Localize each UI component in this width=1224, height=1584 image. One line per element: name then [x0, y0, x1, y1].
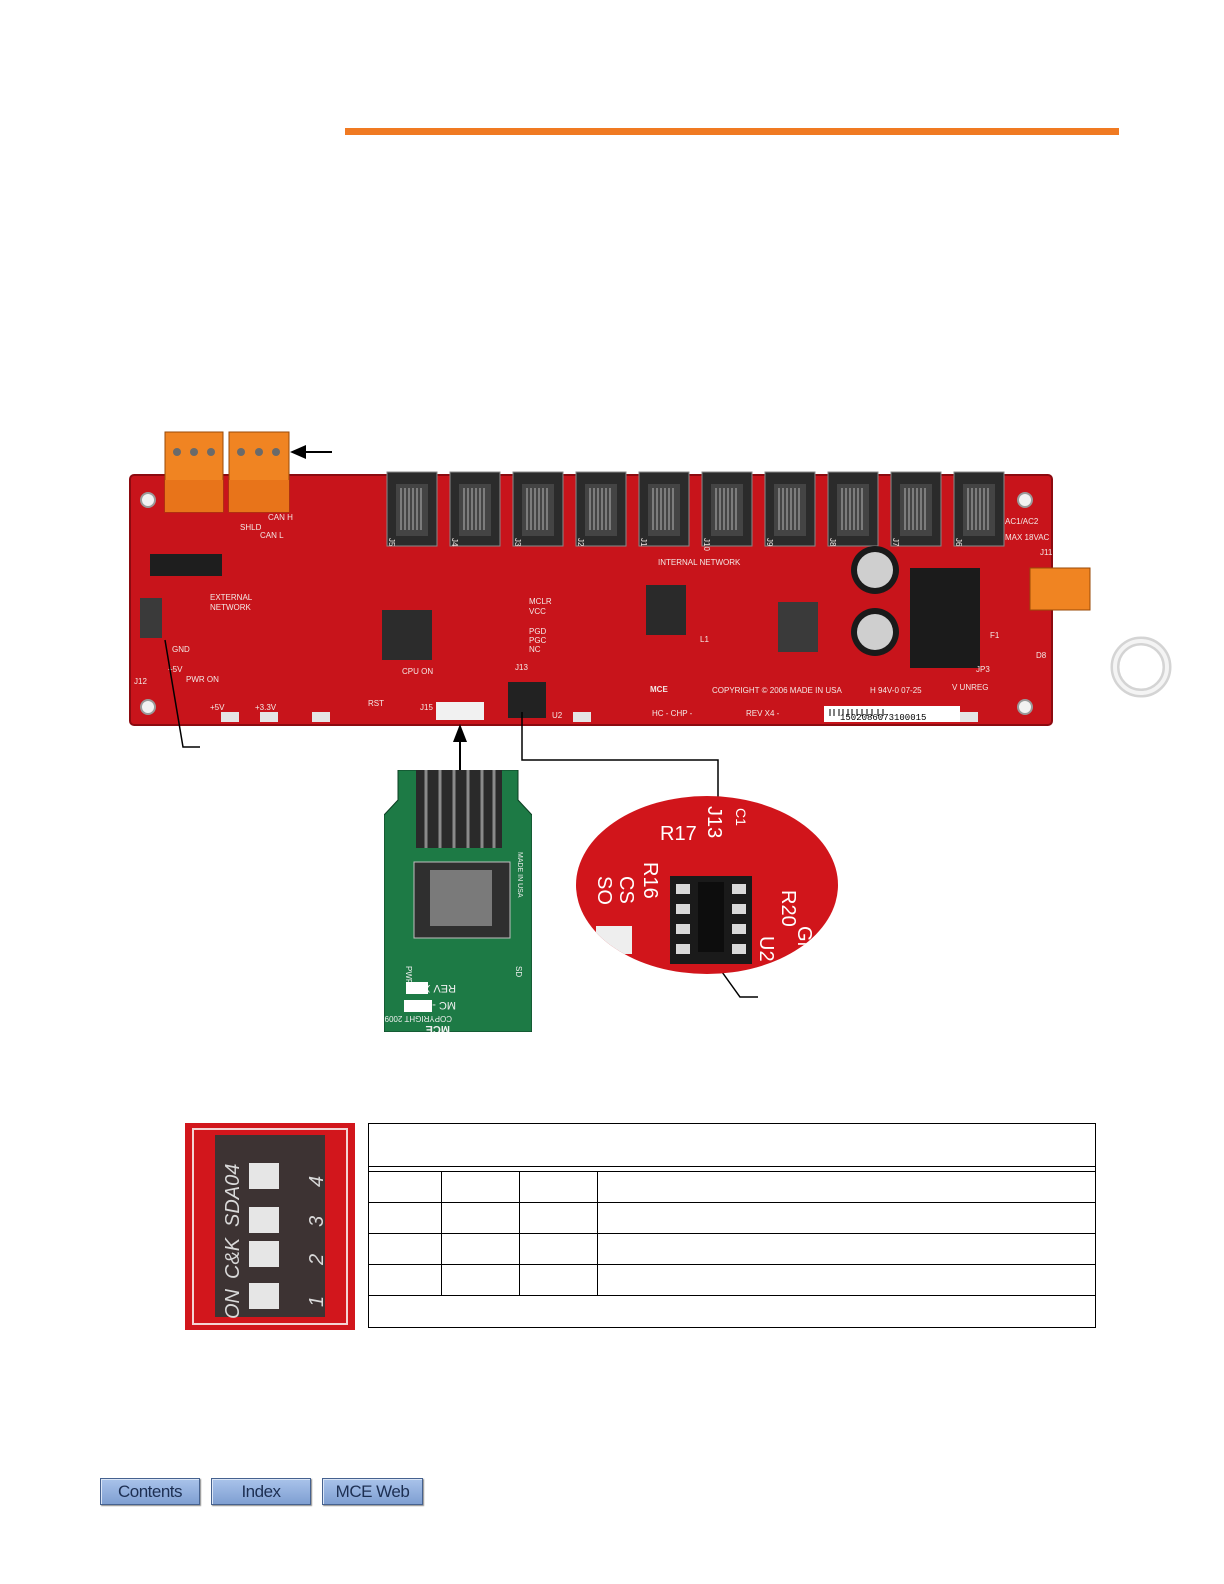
- board-rating: H 94V-0 07-25: [870, 686, 922, 695]
- j15-label: J15: [420, 703, 433, 712]
- can-h-label: CAN H: [268, 513, 293, 522]
- shld-label: SHLD: [240, 523, 262, 532]
- rj-connector-label: J7: [891, 538, 900, 547]
- table-divider: [369, 1167, 1095, 1172]
- board-copyright: COPYRIGHT © 2006 MADE IN USA: [712, 686, 842, 695]
- pgc-label: PGC: [529, 636, 547, 645]
- network-label: NETWORK: [210, 603, 252, 612]
- zoom-j13: J13: [703, 806, 725, 838]
- l1-label: L1: [700, 635, 709, 644]
- u2-socket-zoom-photo: R17 J13 R16 R20 U2 C1 SO CS GN: [576, 796, 838, 974]
- pgd-label: PGD: [529, 627, 547, 636]
- gnd-label: GND: [172, 645, 190, 654]
- table-title-row: [369, 1124, 1095, 1167]
- table-header-row: [369, 1172, 1095, 1203]
- rj-connector-label: J6: [954, 538, 963, 547]
- dip-pos-2: 2: [306, 1254, 328, 1266]
- board-serial: 1502086073100015: [840, 713, 926, 723]
- rj-connector-label: J1: [639, 538, 648, 547]
- rj-connector-label: J4: [450, 538, 459, 547]
- pwr-on-label: PWR ON: [186, 675, 219, 684]
- rj-connector-label: J8: [828, 538, 837, 547]
- jp3-label: JP3: [976, 665, 990, 674]
- rj-connector: [512, 471, 564, 547]
- dip-pos-4: 4: [306, 1176, 328, 1187]
- contents-button[interactable]: Contents: [100, 1478, 200, 1505]
- ac-label: AC1/AC2: [1005, 517, 1039, 526]
- max-vac-label: MAX 18VAC: [1005, 533, 1050, 542]
- table-row: [369, 1265, 1095, 1296]
- rj-connector-label: J2: [576, 538, 585, 547]
- rj-connector: [953, 471, 1005, 547]
- v-unreg-label: V UNREG: [952, 683, 988, 692]
- sd-card-module-photo: MC - SD - REV X1 - COPYRIGHT 2009 MCE PW…: [383, 769, 533, 1035]
- cpu-on-label: CPU ON: [402, 667, 433, 676]
- sd-pwr: PWR: [404, 966, 413, 985]
- j13-label: J13: [515, 663, 528, 672]
- mce-web-button[interactable]: MCE Web: [322, 1478, 423, 1505]
- dip-model-label: SDA04: [222, 1164, 244, 1227]
- sd-copyright: COPYRIGHT 2009: [384, 1014, 452, 1023]
- sd-label: SD: [514, 966, 523, 977]
- rj-connector-label: J10: [702, 538, 711, 551]
- switch-settings-table: [368, 1123, 1096, 1328]
- j11-label: J11: [1040, 548, 1053, 557]
- rj-connector: [575, 471, 627, 547]
- zoom-r16: R16: [639, 862, 661, 899]
- sd-made-in: MADE IN USA: [516, 852, 523, 898]
- external-label: EXTERNAL: [210, 593, 253, 602]
- dip-switch-photo: ON C&K SDA04 1 2 3 4: [185, 1123, 355, 1330]
- j12-label: J12: [134, 677, 147, 686]
- internal-network-label: INTERNAL NETWORK: [658, 558, 741, 567]
- index-button[interactable]: Index: [211, 1478, 311, 1505]
- ring-icon: [1108, 632, 1178, 702]
- zoom-r20: R20: [777, 890, 799, 927]
- nc-label: NC: [529, 645, 541, 654]
- rj-connector: [827, 471, 879, 547]
- zoom-c1: C1: [733, 808, 749, 826]
- u2-label: U2: [552, 711, 563, 720]
- table-row: [369, 1203, 1095, 1234]
- rj-connector-label: J9: [765, 538, 774, 547]
- rj-connector-label: J3: [513, 538, 522, 547]
- f1-label: F1: [990, 631, 1000, 640]
- board-model: HC - CHP -: [652, 709, 693, 718]
- zoom-so: SO: [593, 876, 615, 905]
- can-l-label: CAN L: [260, 531, 284, 540]
- plus33v-label: +3.3V: [255, 703, 277, 712]
- d8-label: D8: [1036, 651, 1047, 660]
- mclr-label: MCLR: [529, 597, 552, 606]
- table-footer-row: [369, 1296, 1095, 1326]
- board-rev: REV X4 -: [746, 709, 780, 718]
- zoom-cs: CS: [615, 876, 637, 904]
- vcc-label: VCC: [529, 607, 546, 616]
- table-row: [369, 1234, 1095, 1265]
- rj-connector: [638, 471, 690, 547]
- header-rule: [345, 128, 1119, 135]
- controller-board-photo: MCE COPYRIGHT © 2006 MADE IN USA H 94V-0…: [110, 420, 1100, 760]
- rj-connector: [386, 471, 438, 547]
- dip-pos-1: 1: [306, 1296, 328, 1307]
- rj-connector: [449, 471, 501, 547]
- zoom-gn: GN: [793, 926, 815, 956]
- rj-connector-label: J5: [387, 538, 396, 547]
- rj-connector: [890, 471, 942, 547]
- dip-brand-label: C&K: [222, 1236, 244, 1279]
- zoom-u2: U2: [755, 936, 777, 962]
- zoom-r17: R17: [660, 823, 697, 845]
- board-brand: MCE: [650, 685, 668, 694]
- dip-on-label: ON: [222, 1288, 244, 1319]
- dip-pos-3: 3: [306, 1216, 328, 1227]
- plus5v-bottom-label: +5V: [210, 703, 225, 712]
- rst-label: RST: [368, 699, 384, 708]
- plus5v-label: +5V: [168, 665, 183, 674]
- rj-connector: [764, 471, 816, 547]
- rj-connector: [701, 471, 753, 547]
- sd-brand: MCE: [426, 1023, 450, 1032]
